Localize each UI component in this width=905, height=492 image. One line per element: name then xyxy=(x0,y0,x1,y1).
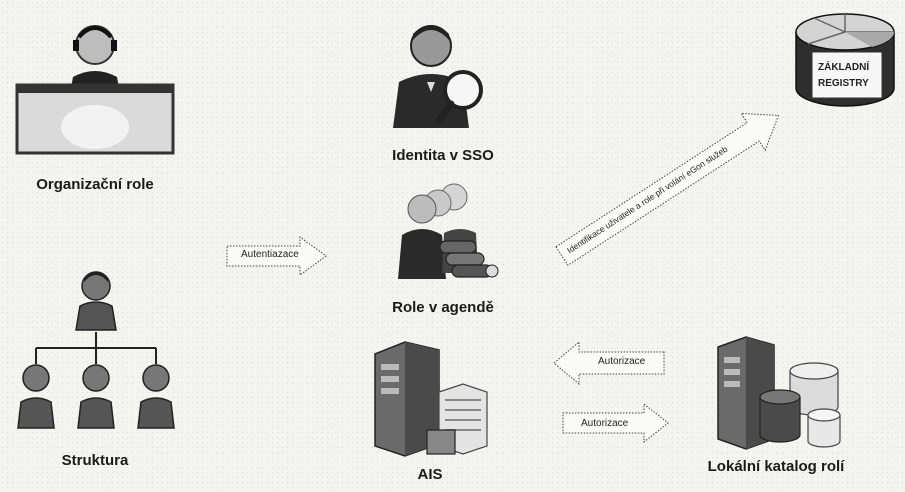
server-icon xyxy=(374,341,488,457)
org-chart-top-person xyxy=(75,271,117,331)
registry-label-line2: REGISTRY xyxy=(818,78,869,89)
ais-label: AIS xyxy=(417,466,443,483)
org-chart-person-center xyxy=(77,364,115,429)
user-group-icon xyxy=(398,183,499,279)
agenda-role-label: Role v agendě xyxy=(392,299,494,316)
identity-label: Identita v SSO xyxy=(392,147,494,164)
authorization-in-arrow xyxy=(553,340,665,386)
authentication-arrow xyxy=(226,236,327,276)
database-cylinder-small xyxy=(807,408,841,448)
server-database-icon xyxy=(717,336,841,450)
structure-label: Struktura xyxy=(61,452,129,469)
database-registry-icon xyxy=(795,13,895,107)
org-chart-icon xyxy=(17,271,175,429)
org-chart-person-left xyxy=(17,364,55,429)
receptionist-desk-icon xyxy=(15,25,175,155)
org-chart-person-right xyxy=(137,364,175,429)
authorization-out-arrow xyxy=(562,402,669,444)
registry-call-arrow xyxy=(555,112,780,266)
authorization-out-arrow-label: Autorizace xyxy=(581,418,629,429)
authorization-in-arrow-label: Autorizace xyxy=(598,356,646,367)
org-role-label: Organizační role xyxy=(36,176,154,193)
user-magnifier-icon xyxy=(393,25,483,128)
authentication-arrow-label: Autentiazace xyxy=(241,249,299,260)
local-catalog-label: Lokální katalog rolí xyxy=(707,458,845,475)
database-cylinder-dark xyxy=(759,389,801,443)
registry-label-line1: ZÁKLADNÍ xyxy=(818,62,870,73)
